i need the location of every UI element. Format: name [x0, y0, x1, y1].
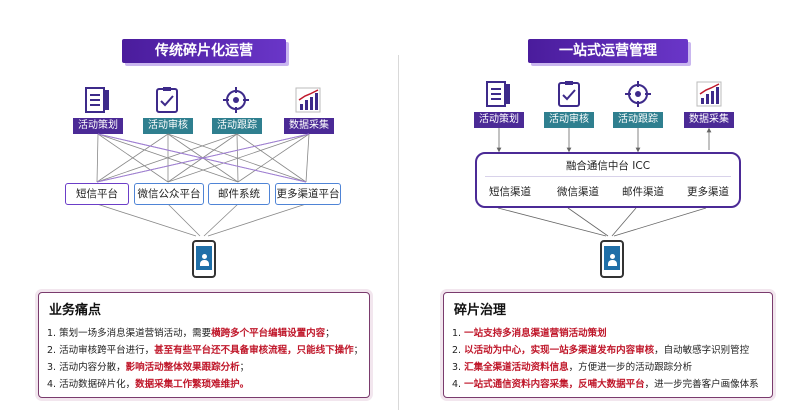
icc-title: 融合通信中台 ICC	[565, 160, 651, 172]
right-box-item: 3. 汇集全渠道活动资料信息，方便进一步的活动跟踪分析	[452, 362, 693, 373]
right-tool-review: 活动审核	[544, 112, 594, 128]
left-title: 传统碎片化运营	[122, 39, 286, 63]
document-list-icon	[486, 81, 510, 107]
target-icon	[223, 87, 249, 113]
right-box-title: 碎片治理	[454, 303, 507, 318]
right-box-item: 4. 一站式通信资料内容采集，反哺大数据平台，进一步完善客户画像体系	[452, 379, 759, 390]
left-tool-review: 活动审核	[143, 118, 193, 134]
right-governance-box: 碎片治理 1. 一站支持多消息渠道营销活动策划 2. 以活动为中心，实现一站多渠…	[443, 292, 773, 398]
right-title: 一站式运营管理	[528, 39, 688, 63]
left-box-item: 1. 策划一场多消息渠道营销活动，需要横跨多个平台编辑设置内容；	[47, 328, 335, 339]
right-tool-data: 数据采集	[684, 112, 734, 128]
bar-chart-icon	[696, 81, 722, 107]
left-channel-email: 邮件系统	[208, 183, 270, 205]
document-list-icon	[85, 87, 109, 113]
left-tool-tracking: 活动跟踪	[212, 118, 262, 134]
icc-divider	[485, 176, 731, 177]
left-box-item: 2. 活动审核跨平台进行，甚至有些平台还不具备审核流程，只能线下操作；	[47, 345, 364, 356]
left-pain-points-box: 业务痛点 1. 策划一场多消息渠道营销活动，需要横跨多个平台编辑设置内容； 2.…	[38, 292, 370, 398]
left-box-item: 3. 活动内容分散，影响活动整体效果跟踪分析；	[47, 362, 250, 373]
checklist-icon	[156, 87, 178, 113]
left-channel-more: 更多渠道平台	[275, 183, 341, 205]
right-tool-tracking: 活动跟踪	[613, 112, 663, 128]
right-connection-lines	[496, 127, 712, 237]
left-box-item: 4. 活动数据碎片化，数据采集工作繁琐难维护。	[47, 379, 250, 390]
icc-channel-wechat: 微信渠道	[557, 186, 599, 198]
icc-channel-more: 更多渠道	[687, 186, 729, 198]
left-channel-wechat: 微信公众平台	[134, 183, 204, 205]
right-phone-icon	[600, 240, 624, 278]
left-connection-mesh	[96, 133, 310, 237]
bar-chart-icon	[295, 87, 321, 113]
right-box-item: 1. 一站支持多消息渠道营销活动策划	[452, 328, 607, 339]
icc-channel-email: 邮件渠道	[622, 186, 664, 198]
left-tool-planning: 活动策划	[73, 118, 123, 134]
left-tool-data: 数据采集	[284, 118, 334, 134]
right-tool-planning: 活动策划	[474, 112, 524, 128]
right-box-item: 2. 以活动为中心，实现一站多渠道发布内容审核，自动敏感字识别管控	[452, 345, 750, 356]
target-icon	[625, 81, 651, 107]
center-divider	[398, 55, 399, 410]
left-channel-sms: 短信平台	[65, 183, 129, 205]
icc-channel-sms: 短信渠道	[489, 186, 531, 198]
icc-platform-box: 融合通信中台 ICC 短信渠道 微信渠道 邮件渠道 更多渠道	[475, 152, 741, 208]
checklist-icon	[558, 81, 580, 107]
left-phone-icon	[192, 240, 216, 278]
left-box-title: 业务痛点	[49, 303, 102, 318]
